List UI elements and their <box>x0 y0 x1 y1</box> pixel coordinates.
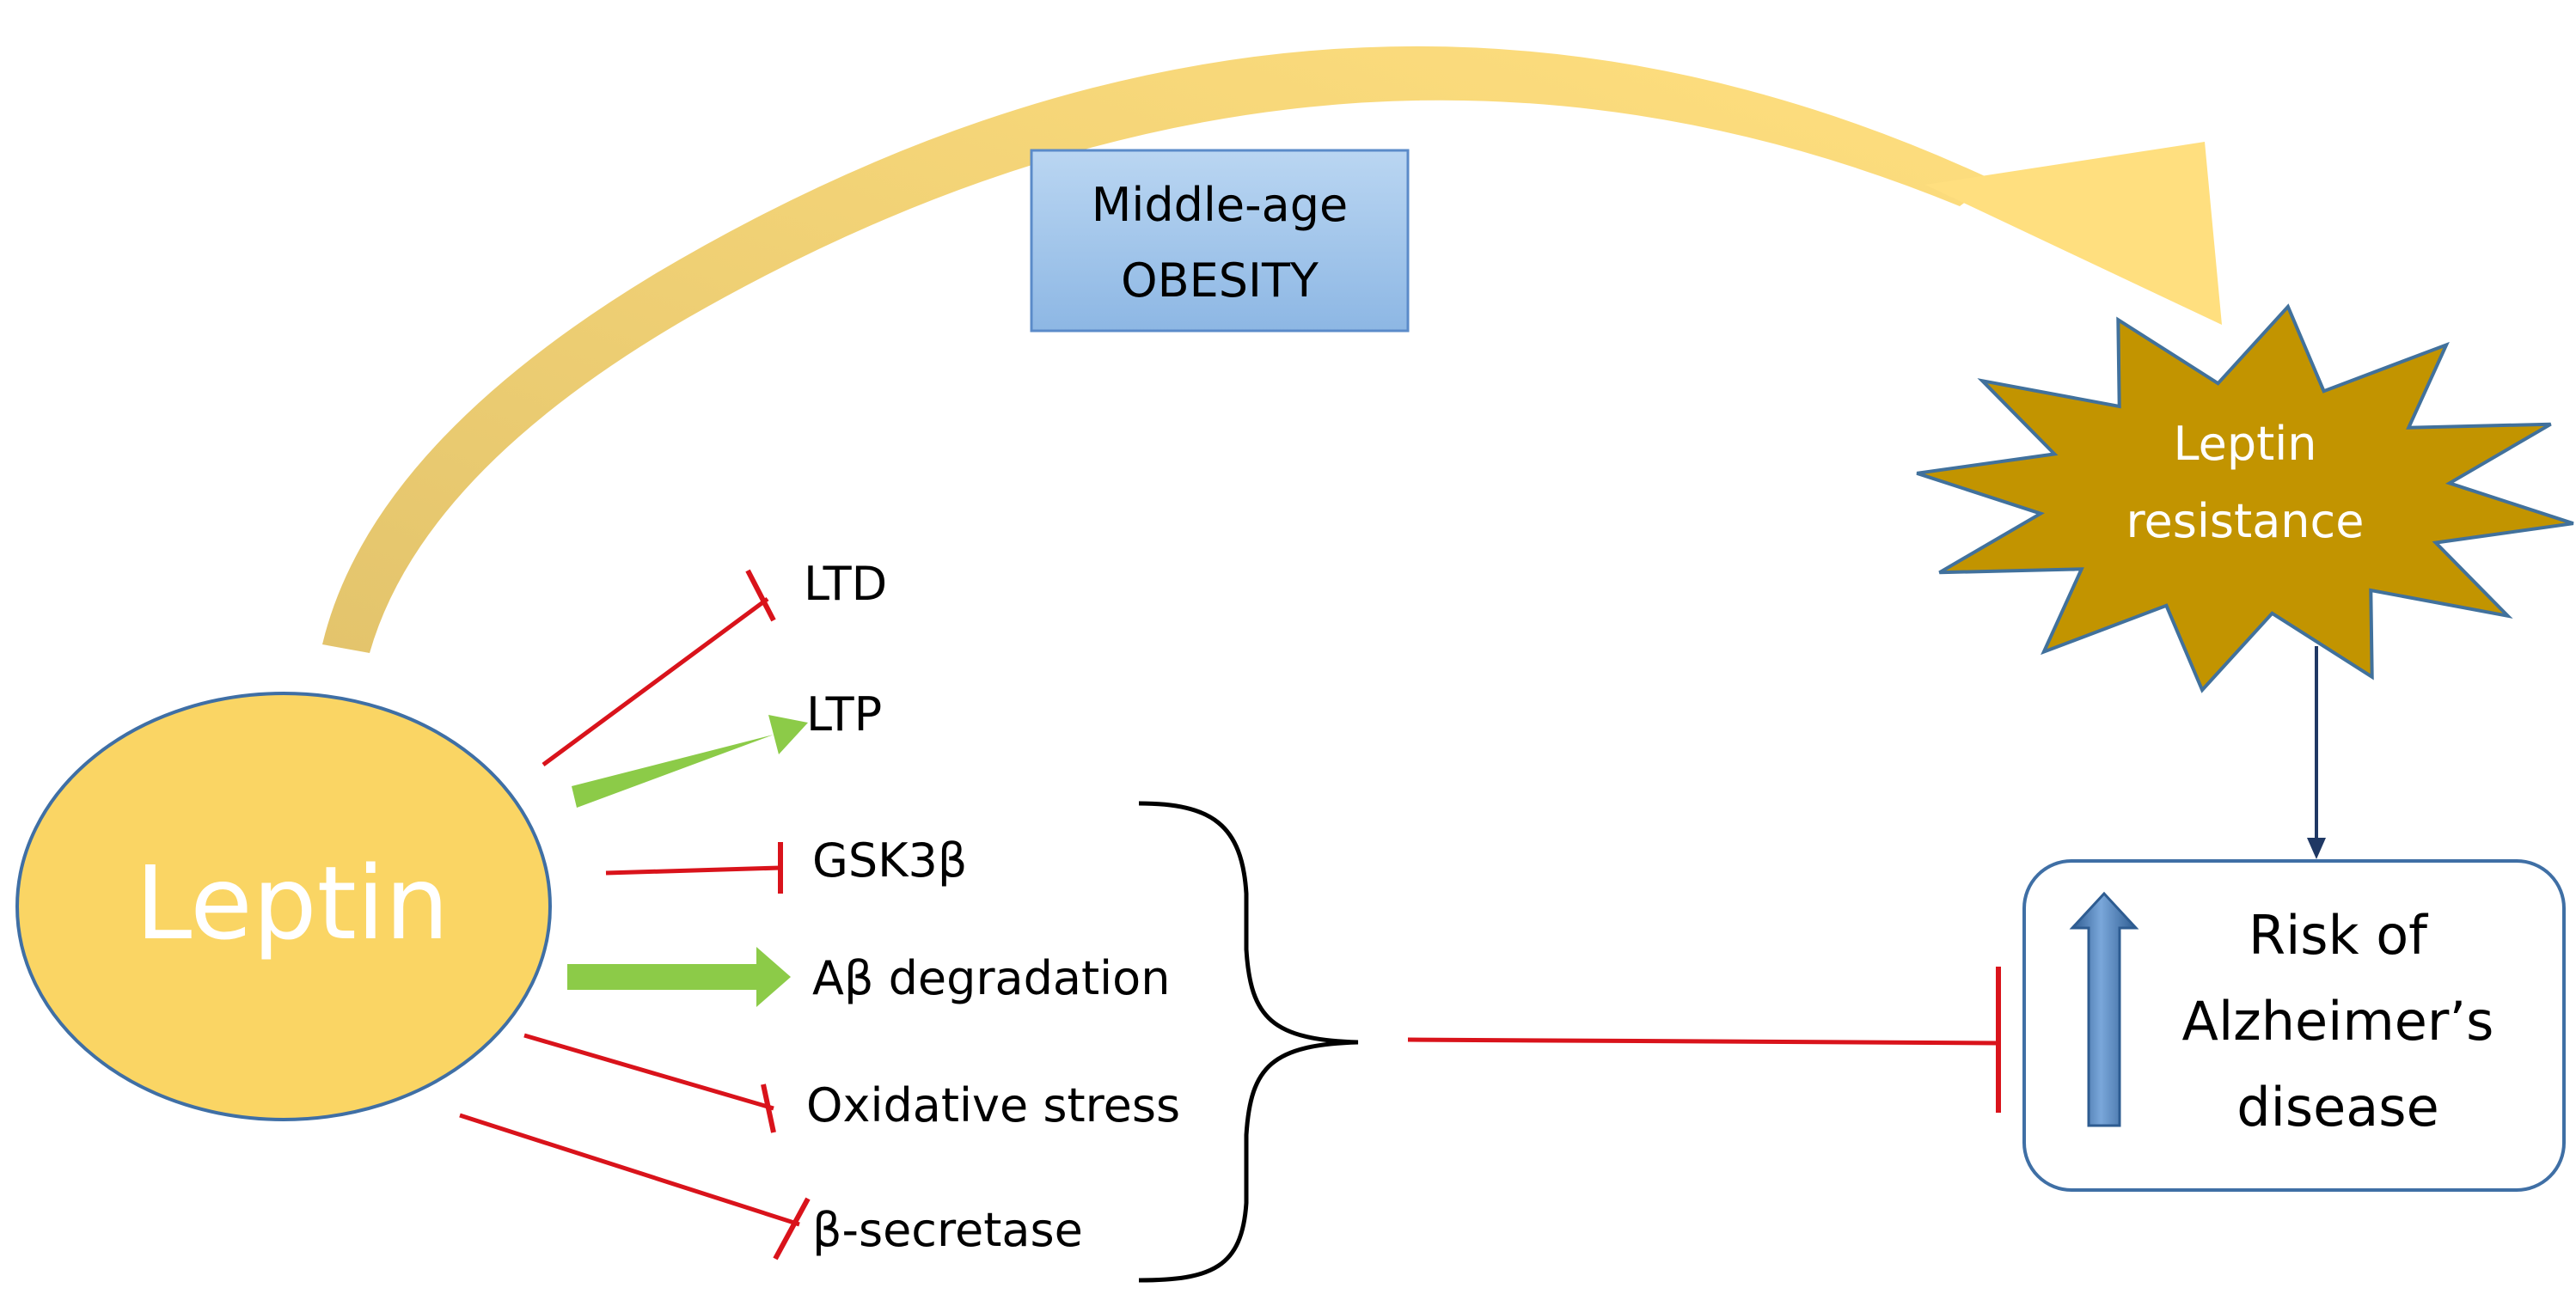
obesity-label-line1: Middle-age <box>1092 178 1348 232</box>
effect-label-ltd: LTD <box>804 557 887 611</box>
up-arrow-icon <box>2069 891 2139 1127</box>
risk-label-line1: Risk of <box>2249 904 2429 967</box>
brace-inhibits-risk <box>1407 967 2001 1113</box>
resistance-label-line1: Leptin <box>2173 417 2316 471</box>
risk-label-line3: disease <box>2236 1076 2438 1138</box>
resistance-to-risk-arrow <box>2307 646 2326 859</box>
star-shape <box>1916 303 2574 693</box>
effect-label-oxidative-stress: Oxidative stress <box>806 1078 1180 1132</box>
risk-label-line2: Alzheimer’s <box>2182 990 2494 1053</box>
effect-ltd: LTD <box>542 557 887 767</box>
obesity-label-line2: OBESITY <box>1121 253 1319 308</box>
effect-label-gsk3b: GSK3β <box>812 833 967 888</box>
effect-oxidative-stress: Oxidative stress <box>523 1033 1180 1133</box>
effect-label-beta-secretase: β-secretase <box>812 1203 1083 1257</box>
leptin-node: Leptin <box>15 692 552 1121</box>
obesity-arc-arrow <box>322 46 2222 653</box>
effect-gsk3b: GSK3β <box>605 833 967 894</box>
alzheimer-risk-box: Risk of Alzheimer’s disease <box>2022 859 2566 1192</box>
leptin-resistance-star: Leptin resistance <box>1916 303 2574 693</box>
leptin-label: Leptin <box>135 844 449 962</box>
effect-label-ltp: LTP <box>806 687 882 742</box>
effect-beta-secretase: β-secretase <box>459 1113 1083 1260</box>
effect-ltp: LTP <box>572 687 882 808</box>
obesity-box: Middle-age OBESITY <box>1030 149 1410 333</box>
effect-label-abeta-degradation: Aβ degradation <box>812 951 1170 1005</box>
effect-abeta-degradation: Aβ degradation <box>567 947 1170 1007</box>
resistance-label-line2: resistance <box>2126 494 2365 548</box>
grouping-brace <box>1138 801 1359 1283</box>
